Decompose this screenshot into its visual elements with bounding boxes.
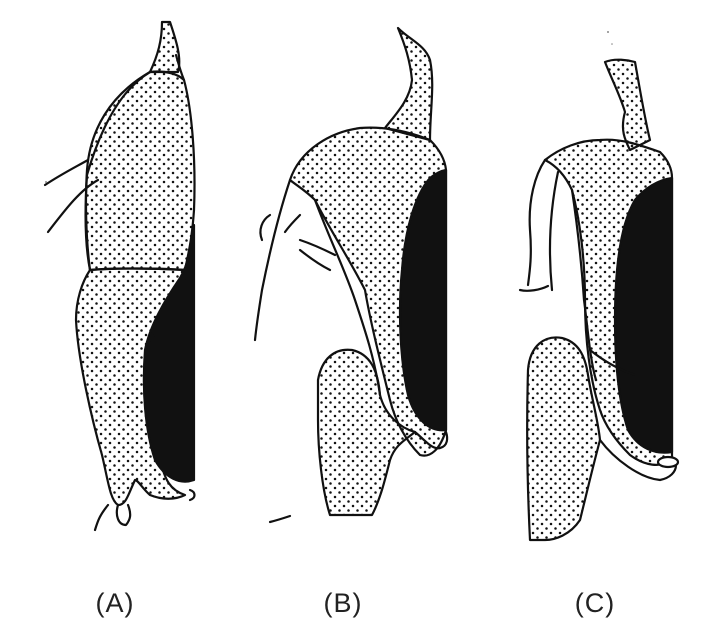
panel-a-drawing <box>45 22 195 530</box>
panel-a-upper-region <box>86 71 195 270</box>
panel-b-stalk <box>385 28 432 140</box>
panel-b-drawing <box>255 28 447 522</box>
panel-label-b: (B) <box>303 588 383 619</box>
panel-label-a: (A) <box>75 588 155 619</box>
panel-a-stalk <box>150 22 179 72</box>
panel-c-stalk <box>605 60 650 150</box>
panel-label-c: (C) <box>555 588 635 619</box>
panel-c-drawing <box>520 60 678 540</box>
